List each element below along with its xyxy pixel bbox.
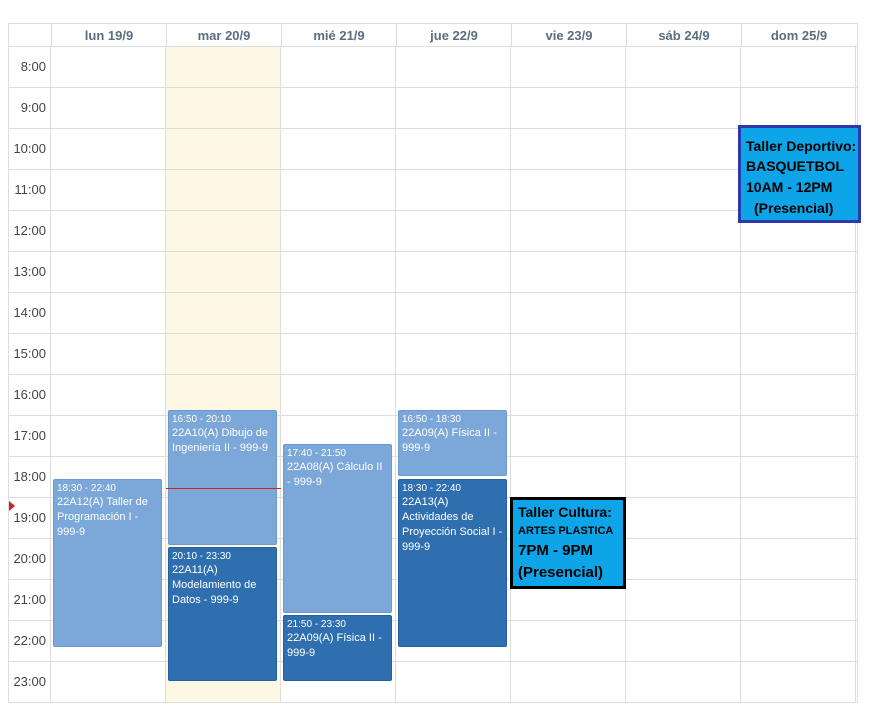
hour-label: 19:00 xyxy=(13,510,46,525)
day-header-6[interactable]: dom 25/9 xyxy=(741,24,856,47)
day-header-1[interactable]: mar 20/9 xyxy=(166,24,281,47)
column-divider xyxy=(50,47,51,703)
hour-label: 17:00 xyxy=(13,428,46,443)
hour-row[interactable] xyxy=(8,662,858,703)
hour-label: 15:00 xyxy=(13,346,46,361)
hour-row[interactable] xyxy=(8,334,858,375)
hour-row[interactable] xyxy=(8,47,858,88)
taller-deportivo-overlay: Taller Deportivo: BASQUETBOL 10AM - 12PM… xyxy=(738,125,861,223)
day-header-3[interactable]: jue 22/9 xyxy=(396,24,511,47)
hour-label: 14:00 xyxy=(13,305,46,320)
grid-border xyxy=(857,23,858,703)
hour-row[interactable] xyxy=(8,88,858,129)
event-time: 20:10 - 23:30 xyxy=(172,550,231,562)
taller-cultura-overlay: Taller Cultura: ARTES PLASTICA 7PM - 9PM… xyxy=(510,497,626,589)
column-divider xyxy=(625,47,626,703)
hour-label: 12:00 xyxy=(13,223,46,238)
column-divider xyxy=(740,47,741,703)
hour-label: 16:00 xyxy=(13,387,46,402)
overlay-cultura-activity: ARTES PLASTICA xyxy=(518,525,614,537)
grid-border xyxy=(8,23,9,703)
day-header-4[interactable]: vie 23/9 xyxy=(511,24,626,47)
current-time-marker-icon xyxy=(9,501,15,511)
event-title: 22A13(A) Actividades de Proyección Socia… xyxy=(402,495,503,553)
hour-row[interactable] xyxy=(8,621,858,662)
overlay-deportivo-time: 10AM - 12PM xyxy=(746,179,833,195)
day-header-0[interactable]: lun 19/9 xyxy=(51,24,166,47)
overlay-cultura-mode: (Presencial) xyxy=(518,564,604,581)
column-divider xyxy=(280,47,281,703)
hour-row[interactable] xyxy=(8,293,858,334)
current-time-line xyxy=(166,487,281,489)
hour-row[interactable] xyxy=(8,211,858,252)
hour-label: 11:00 xyxy=(14,182,46,197)
event-time: 16:50 - 20:10 xyxy=(172,414,231,426)
hour-label: 23:00 xyxy=(13,674,46,689)
hour-label: 9:00 xyxy=(20,100,46,115)
column-divider xyxy=(510,47,511,703)
event-time: 18:30 - 22:40 xyxy=(57,482,116,494)
event-title: 22A09(A) Física II - 999-9 xyxy=(402,427,497,455)
hour-label: 10:00 xyxy=(13,141,46,156)
day-header-5[interactable]: sáb 24/9 xyxy=(626,24,741,47)
hour-label: 20:00 xyxy=(13,551,46,566)
hour-label: 8:00 xyxy=(20,59,46,74)
event-title: 22A09(A) Física II - 999-9 xyxy=(287,632,382,660)
hour-label: 22:00 xyxy=(13,633,46,648)
overlay-cultura-time: 7PM - 9PM xyxy=(518,542,594,559)
column-divider xyxy=(395,47,396,703)
event-time: 21:50 - 23:30 xyxy=(287,619,346,631)
hour-row[interactable] xyxy=(8,170,858,211)
hour-label: 13:00 xyxy=(13,264,46,279)
hour-label: 21:00 xyxy=(13,592,46,607)
hour-row[interactable] xyxy=(8,129,858,170)
overlay-cultura-title: Taller Cultura: xyxy=(518,504,612,520)
column-divider xyxy=(855,47,856,703)
overlay-deportivo-activity: BASQUETBOL xyxy=(746,158,844,174)
event-title: 22A08(A) Cálculo II - 999-9 xyxy=(287,461,383,489)
column-divider xyxy=(165,47,166,703)
event-title: 22A10(A) Dibujo de Ingeniería II - 999-9 xyxy=(172,427,269,455)
hour-row[interactable] xyxy=(8,252,858,293)
event-title: 22A11(A) Modelamiento de Datos - 999-9 xyxy=(172,563,257,606)
event-time: 16:50 - 18:30 xyxy=(402,414,461,426)
overlay-deportivo-mode: (Presencial) xyxy=(754,200,834,216)
event-title: 22A12(A) Taller de Programación I - 999-… xyxy=(57,495,148,538)
event-time: 18:30 - 22:40 xyxy=(402,482,461,494)
overlay-deportivo-title: Taller Deportivo: xyxy=(746,138,857,154)
hour-label: 18:00 xyxy=(13,469,46,484)
event-time: 17:40 - 21:50 xyxy=(287,448,346,460)
day-header-2[interactable]: mié 21/9 xyxy=(281,24,396,47)
